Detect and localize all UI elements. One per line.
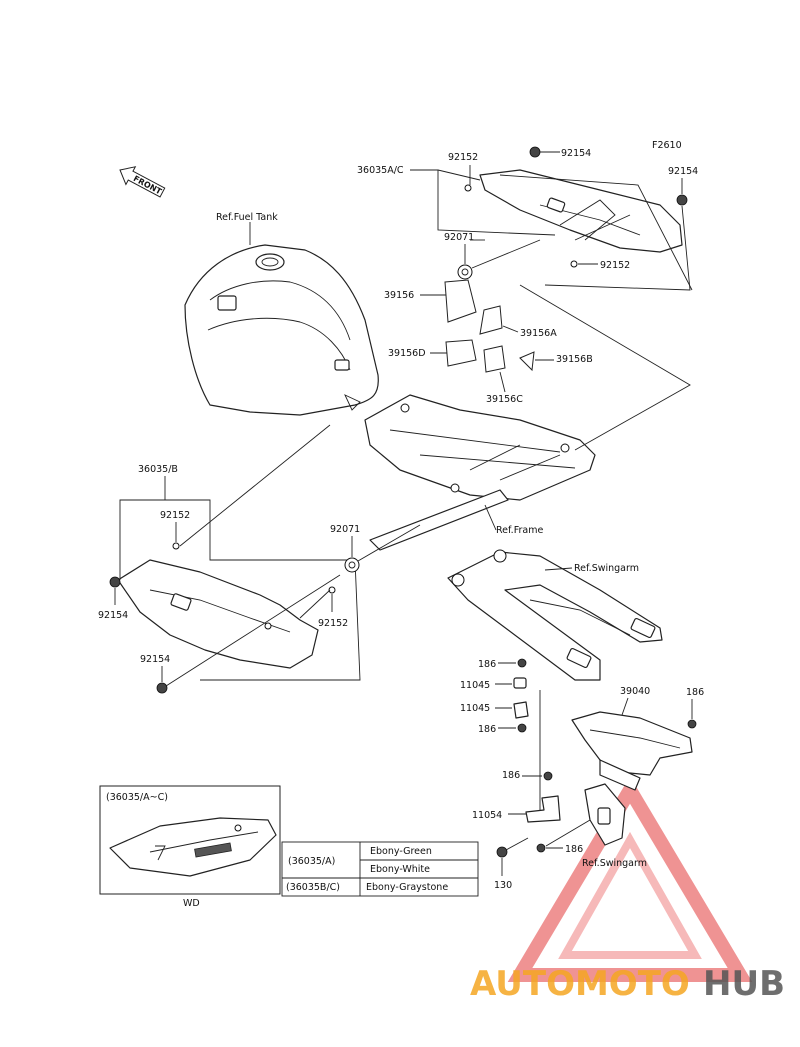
ref-frame-label: Ref.Frame (496, 525, 543, 536)
part-92071-a-label: 92071 (444, 232, 474, 243)
bolt-icon (676, 194, 688, 206)
part-186-e-label: 186 (565, 844, 583, 855)
bolt-icon (109, 576, 121, 588)
color-table: (36035/A) Ebony-Green Ebony-White (36035… (281, 841, 479, 897)
part-186-a-label: 186 (686, 687, 704, 698)
watermark-logo-triangle (507, 776, 753, 982)
color-table-row: Ebony-White (370, 864, 430, 875)
grommet-icon (344, 557, 360, 573)
bracket-icon (513, 701, 529, 719)
part-39156a-label: 39156A (520, 328, 557, 339)
watermark-part1: AUTOMOTO (470, 964, 690, 1004)
part-39156b-label: 39156B (556, 354, 593, 365)
part-92152-a-label: 92152 (448, 152, 478, 163)
part-92071-b-label: 92071 (330, 524, 360, 535)
ref-fuel-tank-label: Ref.Fuel Tank (216, 212, 278, 223)
bolt-icon (517, 723, 527, 733)
washer-icon (464, 184, 472, 192)
bolt-icon (156, 682, 168, 694)
diagram-id: F2610 (652, 140, 682, 151)
color-table-row: (36035/A) Ebony-Green (288, 846, 432, 867)
part-92154-a-label: 92154 (561, 148, 591, 159)
part-11045-b-label: 11045 (460, 703, 490, 714)
watermark-part2: HUB (703, 964, 785, 1004)
inset-title: (36035/A~C) (106, 792, 168, 803)
bolt-icon (529, 146, 541, 158)
swingarm-lower-drawing (584, 783, 626, 846)
part-92152-b-label: 92152 (600, 260, 630, 271)
washer-icon (328, 586, 336, 594)
decal-set-drawing (444, 279, 535, 373)
color-table-row: (36035B/C) Ebony-Graystone (286, 882, 448, 893)
part-186-d-label: 186 (502, 770, 520, 781)
part-92154-d-label: 92154 (140, 654, 170, 665)
bolt-icon (543, 771, 553, 781)
color-table-color: Ebony-Green (370, 846, 432, 857)
part-11054-label: 11054 (472, 810, 502, 821)
front-label: FRONT (132, 174, 164, 197)
swingarm-drawing (447, 549, 663, 681)
part-186-b-label: 186 (478, 659, 496, 670)
part-39156-label: 39156 (384, 290, 414, 301)
color-table-code: (36035B/C) (286, 882, 340, 893)
chain-guard-drawing (571, 711, 693, 791)
frame-drawing (364, 394, 596, 551)
ref-swingarm-bottom-label: Ref.Swingarm (582, 858, 647, 869)
bolt-icon (517, 658, 527, 668)
ref-swingarm-top-label: Ref.Swingarm (574, 563, 639, 574)
part-92152-d-label: 92152 (318, 618, 348, 629)
bolt-icon (536, 843, 546, 853)
part-92154-b-label: 92154 (668, 166, 698, 177)
part-39156d-label: 39156D (388, 348, 426, 359)
bolt-icon (496, 846, 508, 858)
inset-caption: WD (183, 898, 200, 909)
color-table-color: Ebony-Graystone (366, 882, 448, 893)
bracket-icon (513, 677, 527, 689)
inset-panel: (36035/A~C) WD (99, 785, 281, 909)
front-arrow-icon: FRONT (119, 166, 166, 198)
part-92154-c-label: 92154 (98, 610, 128, 621)
part-39040-label: 39040 (620, 686, 650, 697)
part-11045-a-label: 11045 (460, 680, 490, 691)
part-186-c-label: 186 (478, 724, 496, 735)
color-table-code: (36035/A) (288, 856, 335, 867)
part-36035b-label: 36035/B (138, 464, 178, 475)
side-cover-upper-drawing (479, 169, 683, 253)
washer-icon (570, 260, 578, 268)
side-cover-lower-drawing (117, 559, 319, 669)
fuel-tank-drawing (184, 244, 379, 416)
watermark: AUTOMOTO HUB (470, 964, 785, 1004)
bracket-icon (525, 795, 561, 823)
part-39156c-label: 39156C (486, 394, 523, 405)
bolt-icon (687, 719, 697, 729)
grommet-icon (457, 264, 473, 280)
color-table-color: Ebony-White (370, 864, 430, 875)
part-130-label: 130 (494, 880, 512, 891)
part-92152-c-label: 92152 (160, 510, 190, 521)
part-36035ac-label: 36035A/C (357, 165, 404, 176)
washer-icon (172, 542, 180, 550)
